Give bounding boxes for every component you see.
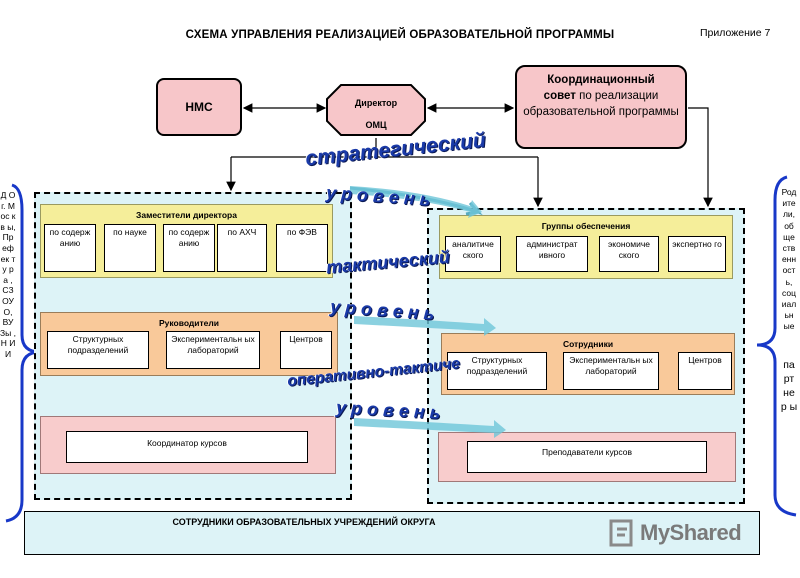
staff-labs: Экспериментальн ых лабораторий bbox=[563, 352, 659, 390]
council-box: Координационный совет по реализации обра… bbox=[515, 65, 687, 149]
coordinator-courses: Координатор курсов bbox=[66, 431, 308, 463]
right-side-large: па рт не р ы bbox=[780, 359, 798, 413]
staff-structural: Структурных подразделений bbox=[447, 352, 547, 390]
head-structural: Структурных подразделений bbox=[47, 331, 149, 369]
right-brace bbox=[756, 175, 797, 517]
support-analytic: аналитиче ского bbox=[445, 236, 501, 272]
arrow-council-right bbox=[688, 107, 713, 208]
staff-centers: Центров bbox=[678, 352, 732, 390]
swoosh-1-body bbox=[350, 186, 482, 218]
support-expert: экспертно го bbox=[668, 236, 726, 272]
head-centers: Центров bbox=[280, 331, 332, 369]
bottom-label: СОТРУДНИКИ ОБРАЗОВАТЕЛЬНЫХ УЧРЕЖДЕНИЙ ОК… bbox=[172, 517, 436, 527]
nms-box: НМС bbox=[156, 78, 242, 136]
staff-title: Сотрудники bbox=[562, 339, 614, 349]
deputies-title: Заместители директора bbox=[136, 210, 237, 220]
support-admin: администрат ивного bbox=[516, 236, 588, 272]
director-octagon bbox=[326, 84, 426, 136]
deputy-fev: по ФЭВ bbox=[276, 224, 328, 272]
heads-title: Руководители bbox=[158, 318, 220, 328]
watermark-icon bbox=[609, 519, 633, 547]
deputy-science: по науке bbox=[104, 224, 156, 272]
annex-label: Приложение 7 bbox=[700, 27, 771, 39]
swoosh-2-body bbox=[354, 316, 496, 336]
bottom-band bbox=[24, 511, 760, 555]
council-bold-2: совет bbox=[543, 90, 576, 102]
director-label: Директор ОМЦ bbox=[326, 92, 426, 136]
support-economic: экономиче ского bbox=[599, 236, 659, 272]
right-side-small: Род ите ли, об ще ств енн ост ь, соц иал… bbox=[781, 187, 797, 332]
council-bold-1: Координационный bbox=[547, 74, 655, 86]
head-labs: Экспериментальн ых лабораторий bbox=[166, 331, 260, 369]
council-rest: по реализации образовательной программы bbox=[523, 90, 679, 118]
left-side-text: Д О г. М ос кв ы, Пр еф ек ту ра , СЗ ОУ… bbox=[0, 190, 16, 359]
deputy-ahch: по АХЧ bbox=[217, 224, 267, 272]
deputy-content-2: по содерж анию bbox=[163, 224, 215, 272]
director-line2: ОМЦ bbox=[365, 120, 387, 130]
watermark-text: MyShared bbox=[640, 520, 742, 545]
diagram-title: СХЕМА УПРАВЛЕНИЯ РЕАЛИЗАЦИЕЙ ОБРАЗОВАТЕЛ… bbox=[185, 29, 615, 41]
swoosh-3-body bbox=[354, 418, 506, 438]
support-title: Группы обеспечения bbox=[541, 221, 631, 231]
teachers-courses: Преподаватели курсов bbox=[467, 441, 707, 473]
deputy-content-1: по содерж анию bbox=[44, 224, 96, 272]
director-line1: Директор bbox=[354, 98, 398, 108]
